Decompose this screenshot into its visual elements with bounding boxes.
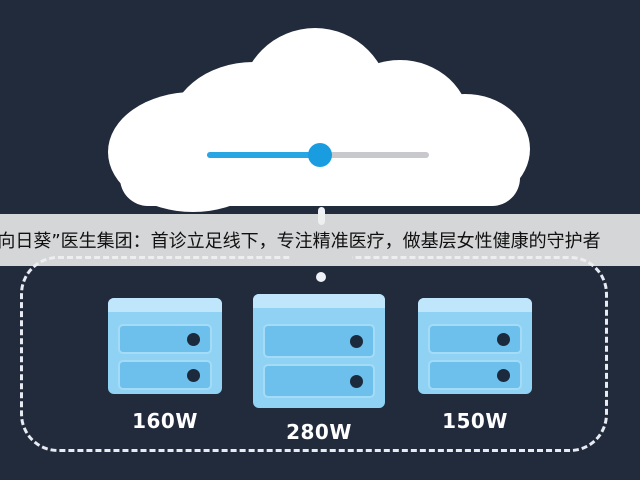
led-indicator [350, 375, 363, 388]
slider-thumb[interactable] [308, 143, 333, 167]
server-power-label: 150W [442, 409, 508, 433]
server-icon [253, 294, 385, 408]
drive-bay [263, 364, 375, 398]
led-indicator [187, 369, 200, 382]
drive-bay [118, 360, 212, 390]
slider[interactable] [207, 143, 429, 167]
drive-bay [263, 324, 375, 358]
drive-bay [118, 324, 212, 354]
server-power-label: 160W [132, 409, 198, 433]
led-indicator [187, 333, 200, 346]
drive-bay [428, 360, 522, 390]
led-indicator [497, 333, 510, 346]
led-indicator [497, 369, 510, 382]
slider-fill [207, 152, 321, 158]
server-power-label: 280W [286, 420, 352, 444]
caption-banner: “向日葵”医生集团：首诊立足线下，专注精准医疗，做基层女性健康的守护者 [0, 214, 640, 266]
cloud-icon [0, 0, 640, 220]
server-icon [418, 298, 532, 394]
server-icon [108, 298, 222, 394]
connector-dot [316, 272, 326, 282]
drive-bay [428, 324, 522, 354]
led-indicator [350, 335, 363, 348]
caption-text: “向日葵”医生集团：首诊立足线下，专注精准医疗，做基层女性健康的守护者 [0, 231, 601, 252]
